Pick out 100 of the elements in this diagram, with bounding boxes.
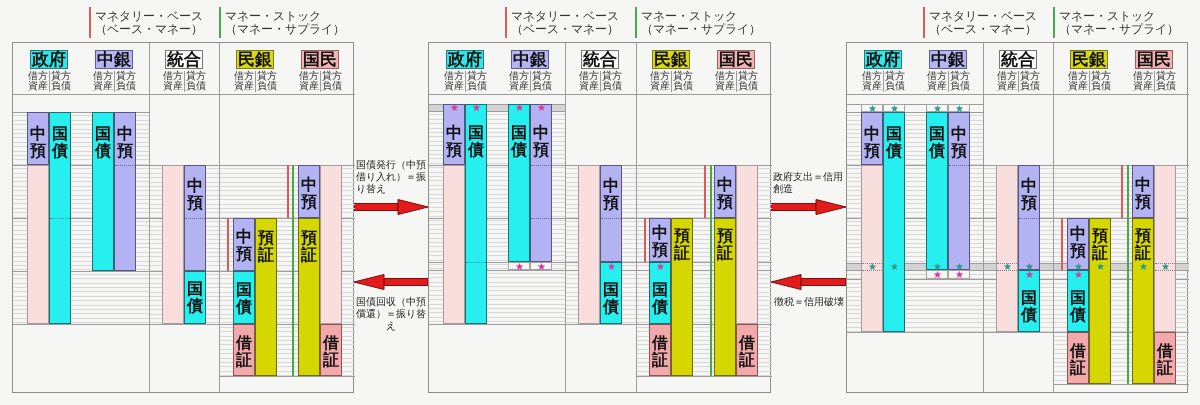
ledger-bar	[948, 112, 970, 270]
ledger-side-label: 借方	[714, 71, 735, 81]
ledger-bar	[1132, 165, 1154, 218]
ledger-bar	[714, 218, 736, 376]
ledger-bar	[184, 271, 206, 324]
ledger-side-label: 負債	[50, 81, 71, 91]
entity-heading: 国民	[717, 50, 755, 69]
ledger-side-label: 貸方	[321, 71, 342, 81]
entity-heading: 政府	[30, 50, 68, 69]
ledger-side-label: 借方	[233, 71, 254, 81]
ledger-bar	[530, 104, 552, 262]
bar-label: 国債	[886, 125, 902, 159]
bar-label: 中預	[603, 177, 619, 211]
ledger-panel	[12, 42, 354, 393]
bar-label: 中預	[717, 176, 733, 210]
ledger-side-label: 貸方	[672, 71, 693, 81]
bar-label: 借証	[323, 334, 339, 368]
bar-label: 国債	[1070, 289, 1086, 323]
entity-heading: 民銀	[236, 50, 274, 69]
ledger-side-label: 借方	[162, 71, 183, 81]
bar-label: 中預	[533, 124, 549, 158]
ledger-bar	[671, 218, 693, 376]
ledger-bar	[320, 324, 342, 376]
bar-label: 借証	[1157, 342, 1173, 376]
bar-label: 国債	[187, 280, 203, 314]
ledger-side-label: 貸方	[737, 71, 758, 81]
ledger-side-label: 資産	[443, 81, 464, 91]
bar-label: 中預	[117, 125, 133, 159]
bar-label: 国債	[929, 125, 945, 159]
edge-label: 国債回収（中預償還）＝振り替え	[356, 296, 426, 332]
legend-text: マネタリー・ベース（ベース・マネー）	[929, 10, 1038, 36]
ledger-side-label: 借方	[92, 71, 113, 81]
bar-label: 国債	[468, 124, 484, 158]
ledger-side-label: 貸方	[1019, 71, 1040, 81]
ledger-side-label: 貸方	[256, 71, 277, 81]
arrow	[770, 199, 847, 215]
ledger-bar	[649, 262, 671, 324]
blank-ledger-bar	[578, 165, 600, 324]
bar-label: 預証	[301, 229, 317, 263]
ledger-side-label: 資産	[861, 81, 882, 91]
entity-heading: 中銀	[95, 50, 133, 69]
bar-label: 中預	[1135, 176, 1151, 210]
ledger-bar	[233, 218, 255, 271]
bar-label: 預証	[717, 227, 733, 261]
entity-heading: 国民	[1135, 50, 1173, 69]
entity-heading: 民銀	[1070, 50, 1108, 69]
ledger-side-label: 資産	[1067, 81, 1088, 91]
ledger-side-label: 借方	[861, 71, 882, 81]
ledger-bar	[649, 324, 671, 376]
ledger-side-label: 資産	[996, 81, 1017, 91]
ledger-side-label: 資産	[926, 81, 947, 91]
ledger-side-label: 資産	[508, 81, 529, 91]
ledger-bar	[600, 262, 622, 324]
ledger-bar	[298, 218, 320, 376]
bar-label: 国債	[236, 281, 252, 315]
ledger-bar	[184, 165, 206, 271]
bar-label: 国債	[95, 125, 111, 159]
ledger-panel	[846, 42, 1188, 393]
entity-heading: 政府	[864, 50, 902, 69]
bar-label: 中預	[652, 224, 668, 258]
ledger-side-label: 負債	[256, 81, 277, 91]
ledger-side-label: 負債	[949, 81, 970, 91]
edge-label: 政府支出＝信用創造	[773, 171, 844, 195]
bar-label: 借証	[236, 334, 252, 368]
ledger-bar	[649, 218, 671, 262]
ledger-side-label: 負債	[115, 81, 136, 91]
ledger-side-label: 負債	[531, 81, 552, 91]
ledger-bar	[600, 165, 622, 262]
ledger-side-label: 借方	[578, 71, 599, 81]
blank-ledger-bar	[320, 165, 342, 324]
edge-label: 徴税＝信用破壊	[773, 296, 844, 308]
bar-label: 国債	[603, 281, 619, 315]
bar-label: 国債	[1021, 289, 1037, 323]
ledger-bar	[1067, 218, 1089, 270]
blank-ledger-bar	[443, 165, 465, 324]
ledger-bar	[298, 165, 320, 218]
ledger-bar	[736, 324, 758, 376]
ledger-side-label: 負債	[1090, 81, 1111, 91]
arrow	[353, 199, 429, 215]
ledger-bar	[883, 112, 905, 332]
ledger-side-label: 借方	[27, 71, 48, 81]
bar-label: 借証	[1070, 342, 1086, 376]
ledger-side-label: 資産	[578, 81, 599, 91]
ledger-bar	[714, 165, 736, 218]
bar-label: 預証	[674, 227, 690, 261]
ledger-side-label: 負債	[1019, 81, 1040, 91]
ledger-side-label: 借方	[508, 71, 529, 81]
edge-label: 国債発行（中預借り入れ）＝振り替え	[356, 159, 426, 195]
legend-text: マネー・ストック（マネー・サプライ）	[1059, 10, 1180, 36]
ledger-side-label: 資産	[233, 81, 254, 91]
ledger-side-label: 負債	[672, 81, 693, 91]
bar-label: 国債	[52, 125, 68, 159]
ledger-side-label: 負債	[466, 81, 487, 91]
ledger-side-label: 借方	[649, 71, 670, 81]
bar-label: 借証	[739, 334, 755, 368]
bar-label: 中預	[1021, 177, 1037, 211]
ledger-bar	[1067, 332, 1089, 384]
ledger-bar	[465, 104, 487, 324]
ledger-side-label: 貸方	[884, 71, 905, 81]
ledger-panel	[428, 42, 771, 393]
